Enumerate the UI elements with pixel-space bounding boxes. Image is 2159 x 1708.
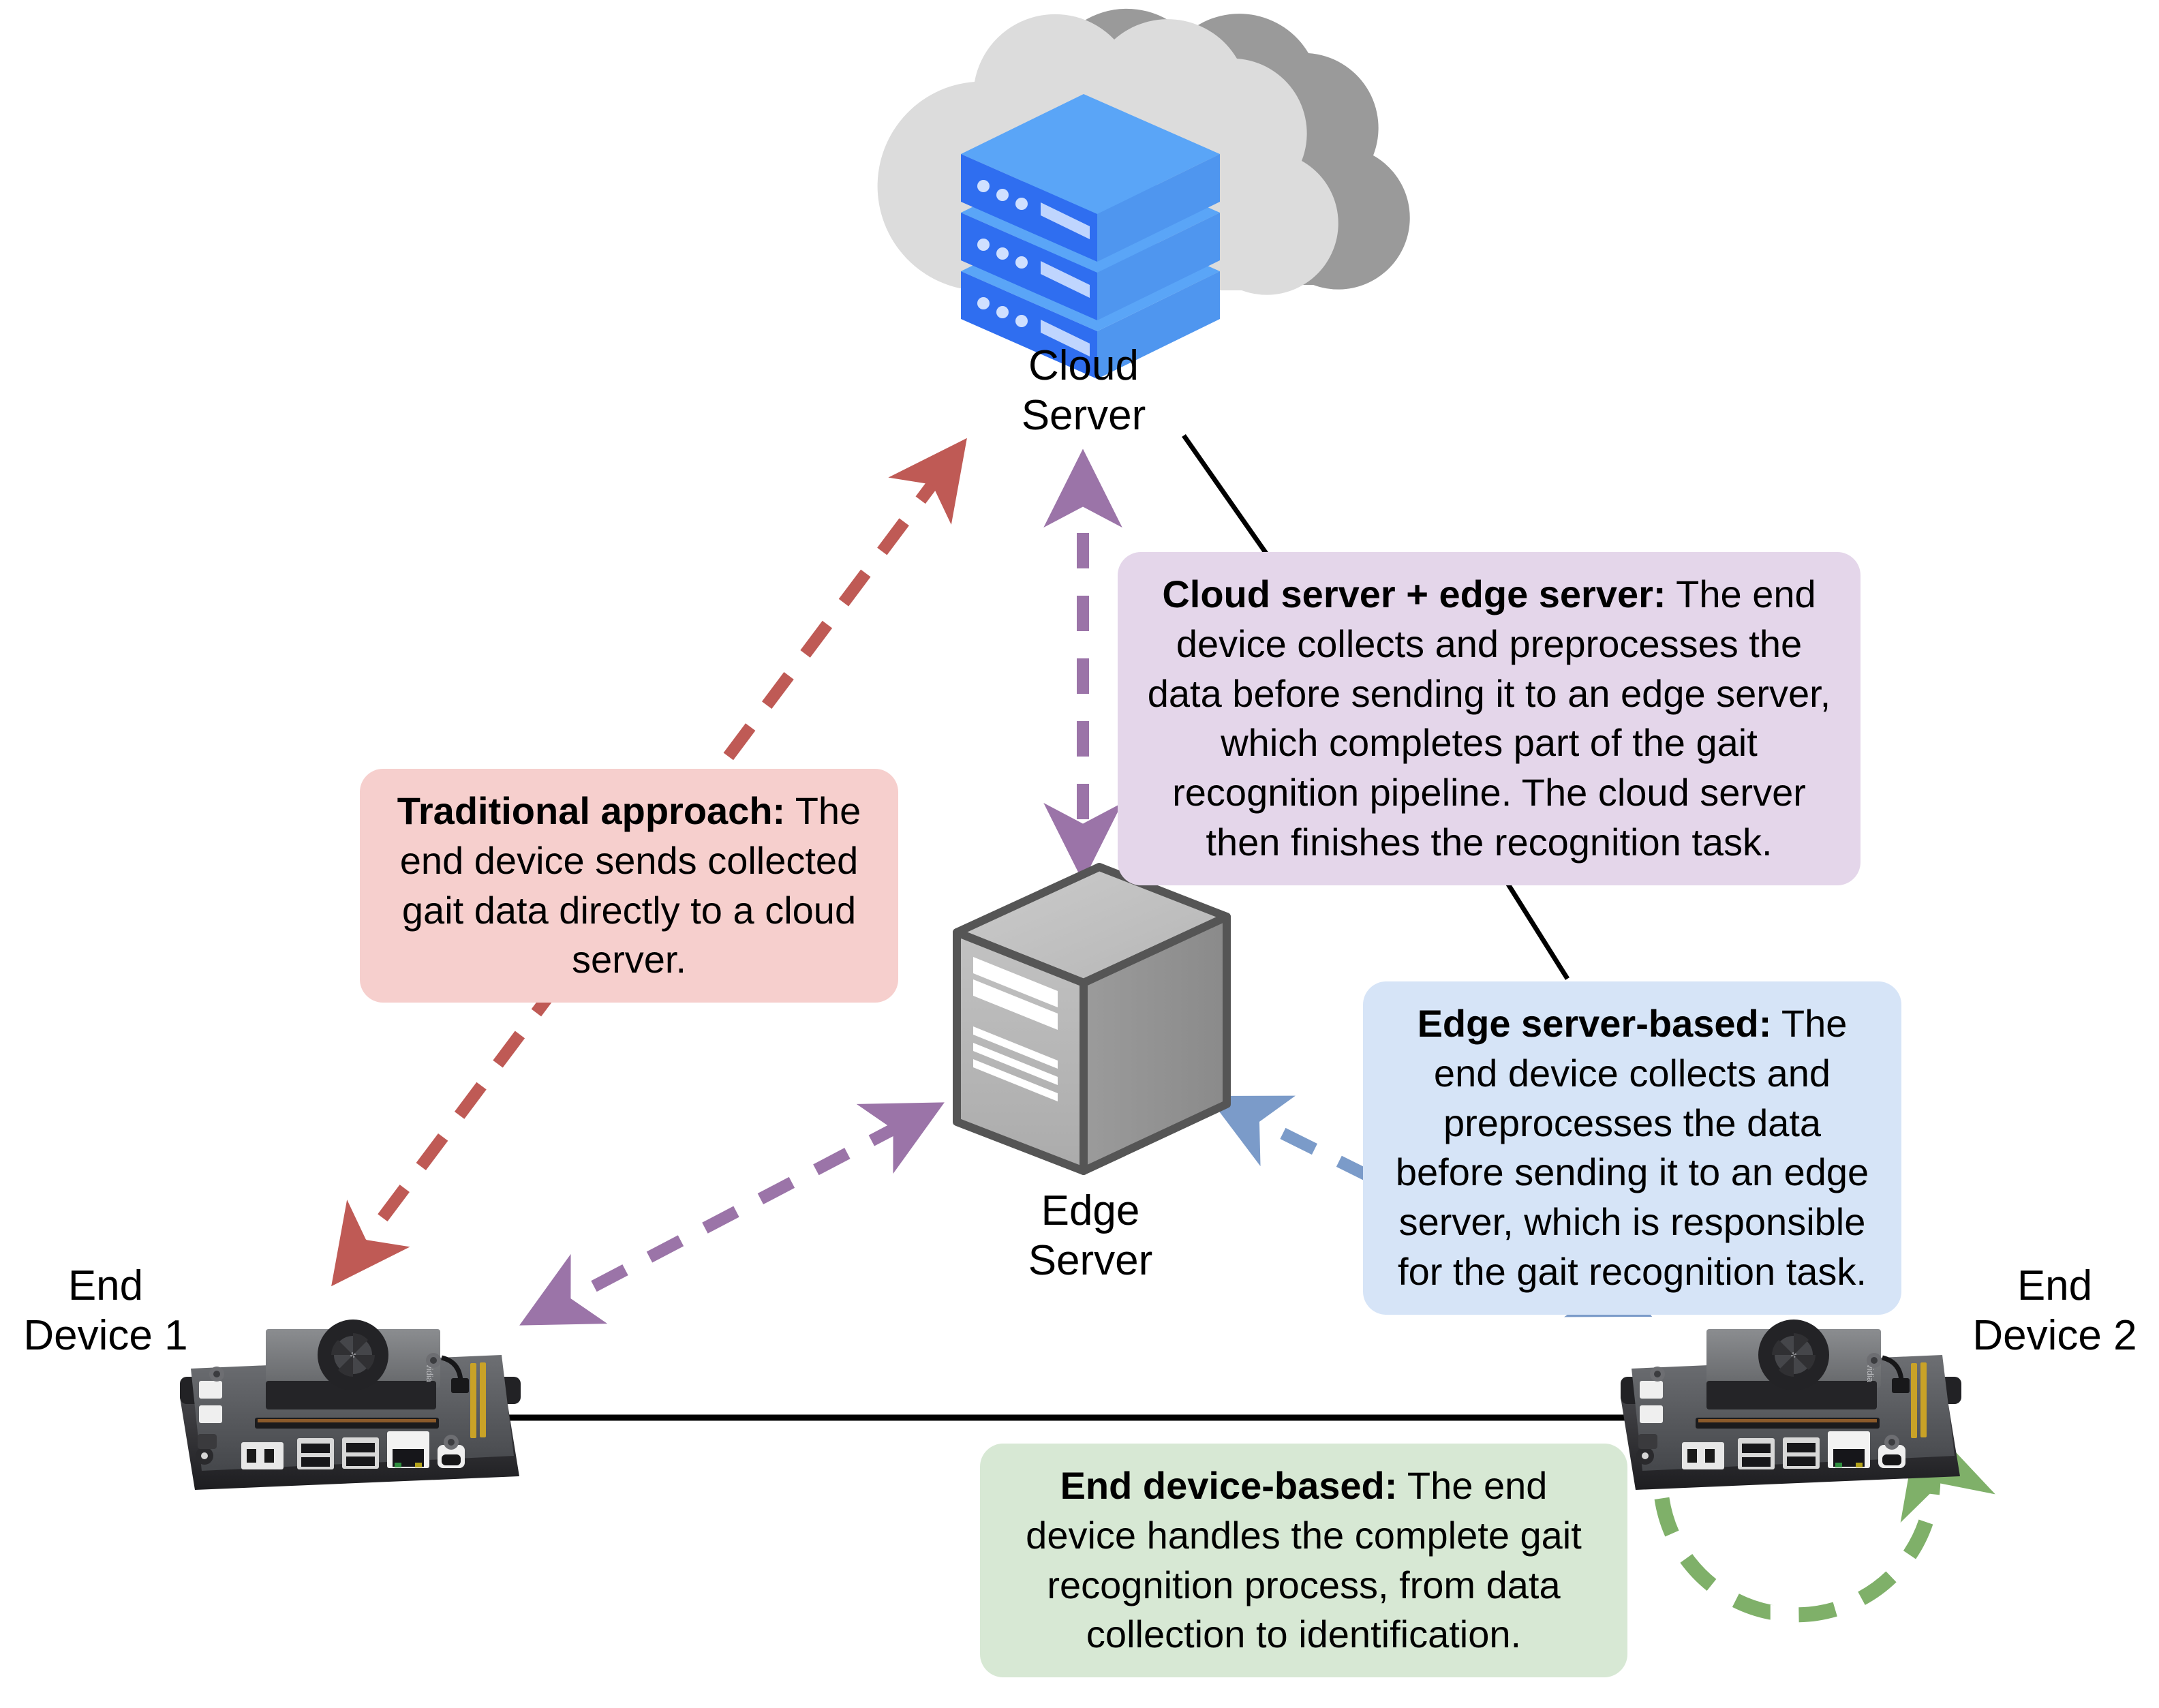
jetson-board-device-1: nvidia bbox=[180, 1320, 521, 1490]
callout-cloud-plus-edge: Cloud server + edge server: The end devi… bbox=[1118, 552, 1861, 885]
server-tower-icon bbox=[953, 863, 1231, 1175]
callout-body-traditional: The end device sends collected gait data… bbox=[399, 789, 861, 981]
arrow-device1-edge bbox=[519, 1102, 945, 1326]
callout-title-cloud-plus-edge: Cloud server + edge server: bbox=[1162, 573, 1666, 615]
callout-title-edge-server-based: Edge server-based: bbox=[1417, 1002, 1772, 1045]
jetson-board-device-2: nvidia bbox=[1621, 1320, 1961, 1490]
node-label-end-device-1: End Device 1 bbox=[23, 1262, 188, 1360]
callout-body-edge-server-based: The end device collects and preprocesses… bbox=[1395, 1002, 1869, 1293]
callout-title-end-device-based: End device-based: bbox=[1060, 1464, 1398, 1507]
callout-body-cloud-plus-edge: The end device collects and preprocesses… bbox=[1147, 573, 1831, 864]
callout-title-traditional: Traditional approach: bbox=[397, 789, 786, 832]
leader-cloud-callout bbox=[1182, 433, 1268, 555]
arrow-device1-cloud bbox=[331, 438, 967, 1287]
cloud-server-icon bbox=[877, 8, 1410, 379]
callout-traditional-approach: Traditional approach: The end device sen… bbox=[360, 769, 898, 1003]
node-label-edge-server: Edge Server bbox=[1028, 1187, 1153, 1285]
callout-body-end-device-based: The end device handles the complete gait… bbox=[1026, 1464, 1582, 1656]
callout-edge-server-based: Edge server-based: The end device collec… bbox=[1363, 981, 1901, 1315]
node-label-cloud-server: Cloud Server bbox=[1021, 342, 1146, 440]
callout-end-device-based: End device-based: The end device handles… bbox=[980, 1444, 1627, 1678]
node-label-end-device-2: End Device 2 bbox=[1972, 1262, 2137, 1360]
